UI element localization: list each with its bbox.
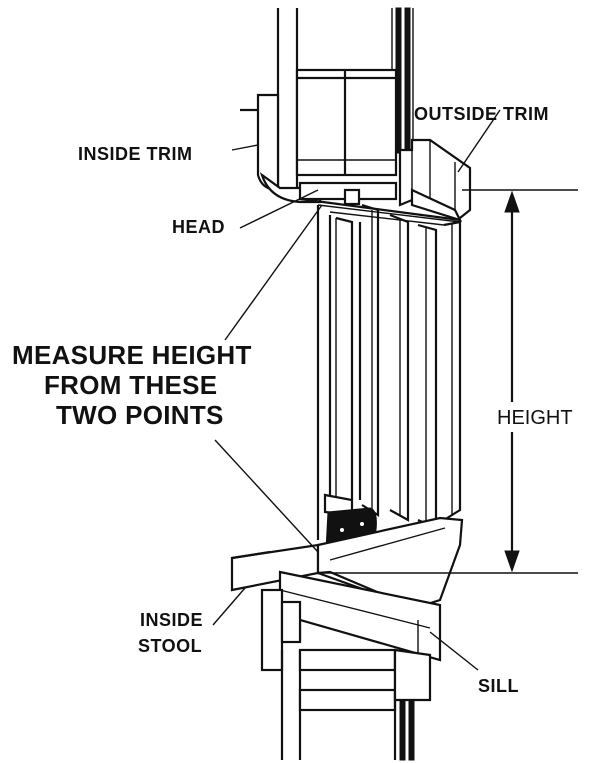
leader-sill (429, 631, 479, 671)
upper-wall (276, 7, 414, 195)
head-jamb (298, 181, 461, 222)
outside-trim-shape (398, 138, 472, 222)
label-measure-line2: FROM THESE (44, 370, 217, 400)
lower-wall (280, 620, 432, 761)
label-inside-stool-line1: INSIDE (140, 610, 203, 630)
label-inside-stool-line2: STOOL (138, 636, 202, 656)
label-head: HEAD (172, 217, 225, 237)
label-sill: SILL (478, 676, 519, 696)
sill-assembly (230, 516, 464, 672)
leader-inside-trim (231, 144, 259, 151)
arrow-up-icon (504, 190, 520, 213)
window-frames (316, 203, 462, 540)
height-dimension (322, 189, 583, 574)
label-inside-trim: INSIDE TRIM (78, 144, 193, 164)
label-outside-trim: OUTSIDE TRIM (414, 104, 549, 124)
leader-head (239, 189, 319, 229)
leader-outside-trim (457, 109, 501, 173)
label-height: HEIGHT (497, 407, 573, 429)
label-measure-line3: TWO POINTS (56, 400, 224, 430)
leader-lines (212, 109, 501, 671)
label-measure-line1: MEASURE HEIGHT (12, 340, 252, 370)
leader-measure-bottom (214, 439, 319, 553)
arrow-down-icon (504, 550, 520, 573)
leader-inside-stool (212, 587, 246, 626)
leader-measure-top (224, 204, 323, 341)
